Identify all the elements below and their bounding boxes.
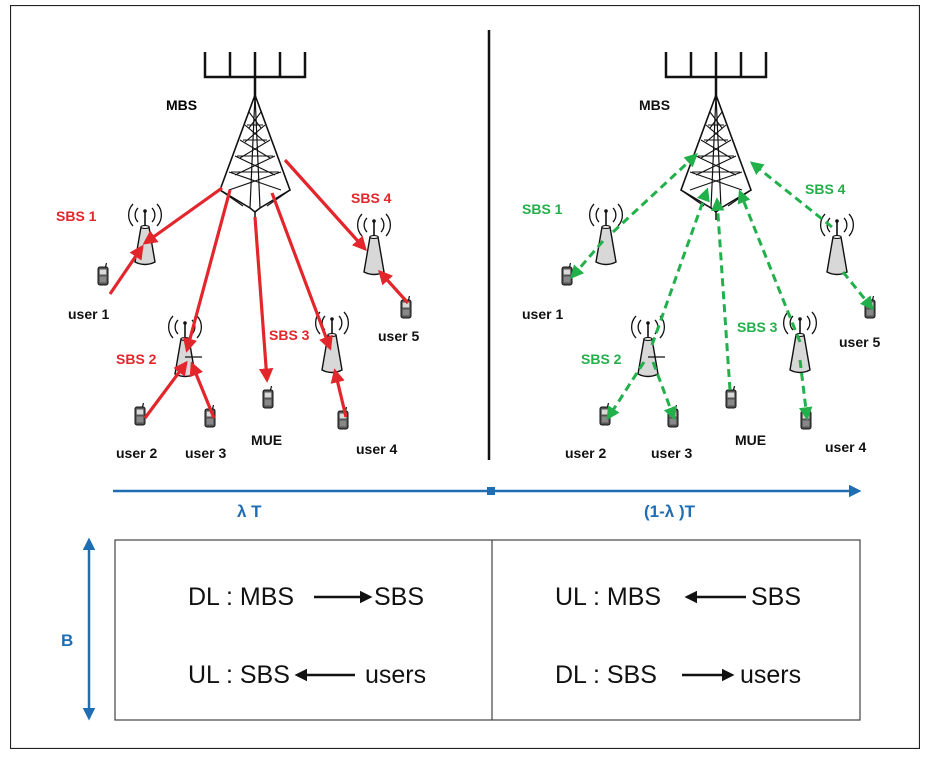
table-left-row1-prefix: DL : MBS xyxy=(188,583,294,611)
table-left-row2-suffix: users xyxy=(365,661,426,689)
right-mbs-label: MBS xyxy=(639,97,670,113)
right-user1-label: user 1 xyxy=(522,306,563,322)
right-mue-label: MUE xyxy=(735,432,766,448)
left-mue-label: MUE xyxy=(251,432,282,448)
right-sbs4-label: SBS 4 xyxy=(805,181,846,197)
right-user4-label: user 4 xyxy=(825,439,866,455)
right-user5-label: user 5 xyxy=(839,334,880,350)
link-direction-table: DL : MBS SBS UL : SBS users UL : MBS SBS… xyxy=(114,539,861,721)
left-user3-label: user 3 xyxy=(185,445,226,461)
table-right-row2-suffix: users xyxy=(740,661,801,689)
right-sbs3-label: SBS 3 xyxy=(737,319,778,335)
right-sbs1-label: SBS 1 xyxy=(522,201,563,217)
time-axis: λ T (1-λ )T xyxy=(113,484,862,521)
left-mbs-label: MBS xyxy=(166,97,197,113)
diagram-canvas: MBS SBS 1 SBS 2 SBS 3 SBS 4 user 1 user … xyxy=(10,5,920,749)
left-user1-label: user 1 xyxy=(68,306,109,322)
time-axis-left-label: λ T xyxy=(237,502,262,521)
right-user3-label: user 3 xyxy=(651,445,692,461)
table-left-row2-prefix: UL : SBS xyxy=(188,661,290,689)
table-right-row1-prefix: UL : MBS xyxy=(555,583,661,611)
right-panel: MBS SBS 1 SBS 2 SBS 3 SBS 4 user 1 user … xyxy=(522,50,880,461)
left-sbs4-label: SBS 4 xyxy=(351,190,392,206)
right-uplink-arrows xyxy=(570,153,874,421)
left-downlink-arrows xyxy=(108,158,410,419)
left-user4-label: user 4 xyxy=(356,441,397,457)
right-sbs2-label: SBS 2 xyxy=(581,351,622,367)
left-user2-label: user 2 xyxy=(116,445,157,461)
table-right-row2-prefix: DL : SBS xyxy=(555,661,657,689)
bandwidth-label: B xyxy=(61,631,73,650)
left-sbs2-label: SBS 2 xyxy=(116,351,157,367)
left-panel: MBS SBS 1 SBS 2 SBS 3 SBS 4 user 1 user … xyxy=(56,50,419,461)
right-user2-label: user 2 xyxy=(565,445,606,461)
time-axis-right-label: (1-λ )T xyxy=(644,502,696,521)
left-sbs1-label: SBS 1 xyxy=(56,208,97,224)
left-user5-label: user 5 xyxy=(378,328,419,344)
left-sbs3-label: SBS 3 xyxy=(269,327,310,343)
table-right-row1-suffix: SBS xyxy=(751,583,801,611)
bandwidth-axis: B xyxy=(61,537,96,721)
table-left-row1-suffix: SBS xyxy=(374,583,424,611)
